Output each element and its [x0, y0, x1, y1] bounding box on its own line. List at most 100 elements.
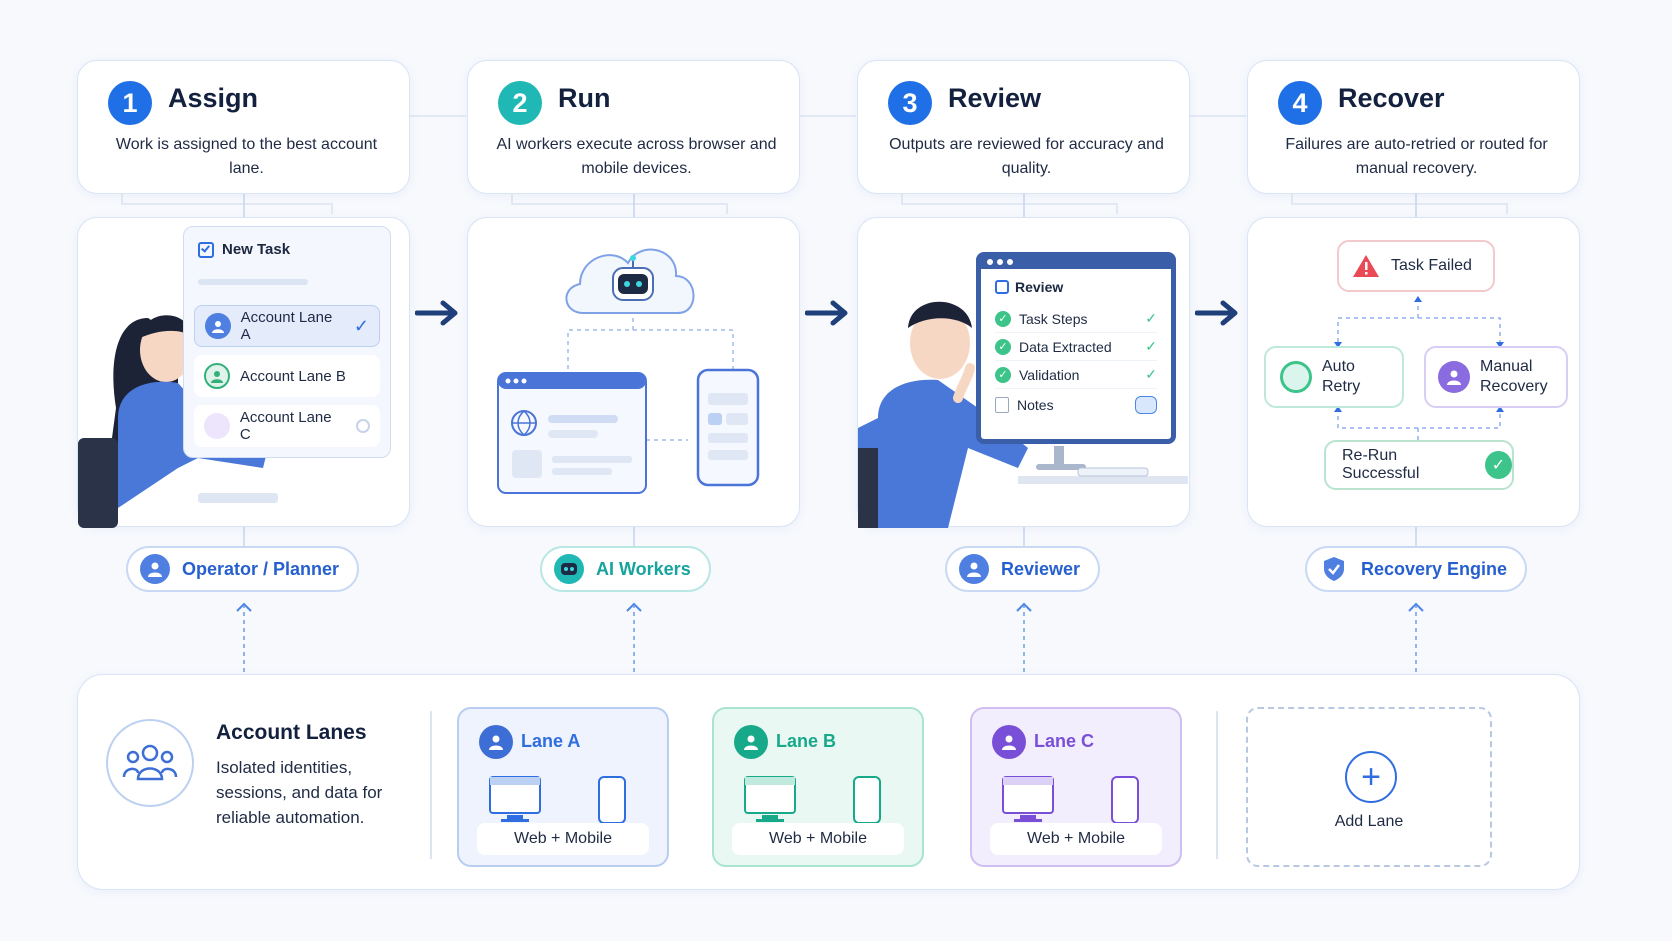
rerun-success-label: Re-Run Successful	[1342, 447, 1420, 482]
task-failed-node: Task Failed	[1337, 240, 1495, 292]
user-icon	[204, 413, 230, 439]
check-icon: ✓	[1145, 366, 1157, 382]
lane-footer: Web + Mobile	[477, 823, 649, 855]
step-card-run: 2 Run AI workers execute across browser …	[467, 60, 800, 194]
account-lanes-description: Isolated identities, sessions, and data …	[216, 758, 383, 827]
check-icon: ✓	[1145, 338, 1157, 354]
account-lane-a-option[interactable]: Account Lane A ✓	[194, 305, 380, 347]
role-label: Operator / Planner	[182, 558, 340, 579]
ai-worker-illustration	[497, 248, 760, 494]
step-name: Recover	[1338, 83, 1445, 113]
auto-retry-label: Auto Retry	[1322, 358, 1361, 395]
user-icon	[204, 363, 230, 389]
review-panel: Review ✓ Task Steps ✓ ✓ Data Extracted ✓…	[857, 217, 1190, 528]
check-circle-icon: ✓	[995, 310, 1011, 327]
lane-name: Lane C	[1034, 731, 1095, 751]
user-icon	[479, 725, 513, 759]
step-number: 1	[108, 81, 152, 125]
divider	[430, 711, 432, 859]
lane-name: Lane A	[521, 731, 581, 751]
review-title: Review	[1015, 279, 1064, 295]
user-icon	[1438, 361, 1470, 393]
recovery-flow-lines	[1334, 296, 1504, 440]
review-icon	[995, 280, 1009, 294]
role-label: Reviewer	[1001, 558, 1081, 579]
chat-bubble-icon	[1135, 396, 1157, 414]
web-mobile-icon	[744, 776, 881, 824]
placeholder-bar	[198, 279, 308, 285]
new-task-title: New Task	[222, 241, 291, 258]
manual-recovery-node: Manual Recovery	[1424, 346, 1568, 408]
role-label: AI Workers	[596, 558, 691, 579]
step-description: AI workers execute across browser and mo…	[496, 136, 777, 177]
step-description: Failures are auto-retried or routed for …	[1285, 136, 1548, 177]
step-description: Work is assigned to the best account lan…	[115, 136, 378, 177]
lane-c-card[interactable]: Lane C Web + Mobile	[970, 707, 1182, 867]
web-mobile-icon	[1002, 776, 1139, 824]
step-name: Review	[948, 83, 1042, 113]
review-item-label: Validation	[1019, 366, 1080, 383]
arrow-right-icon	[415, 300, 458, 326]
role-recovery-engine: Recovery Engine	[1305, 546, 1528, 592]
step-description: Outputs are reviewed for accuracy and qu…	[889, 136, 1164, 177]
user-icon	[734, 725, 768, 759]
loading-icon	[356, 419, 370, 433]
role-ai-workers: AI Workers	[540, 546, 711, 592]
new-task-header: New Task	[198, 241, 290, 258]
step-card-review: 3 Review Outputs are reviewed for accura…	[857, 60, 1190, 194]
arrow-right-icon	[1195, 300, 1238, 326]
account-lane-b-option[interactable]: Account Lane B	[194, 355, 380, 397]
review-item-label: Notes	[1017, 397, 1054, 413]
assign-panel: New Task Account Lane A ✓ Account Lane B…	[77, 217, 410, 528]
account-lane-label: Account Lane A	[240, 309, 333, 343]
role-label: Recovery Engine	[1361, 558, 1508, 579]
new-task-window: New Task Account Lane A ✓ Account Lane B…	[183, 226, 391, 458]
review-item-row: ✓ Validation ✓	[995, 361, 1157, 389]
robot-icon	[554, 554, 584, 584]
account-lane-label: Account Lane B	[240, 367, 346, 385]
review-header: Review	[995, 279, 1063, 295]
manual-recovery-label: Manual Recovery	[1480, 358, 1548, 395]
check-icon: ✓	[353, 315, 369, 336]
review-item-label: Data Extracted	[1019, 338, 1112, 355]
account-lanes-title: Account Lanes	[216, 721, 367, 744]
lane-a-card[interactable]: Lane A Web + Mobile	[457, 707, 669, 867]
account-lane-c-option[interactable]: Account Lane C	[194, 405, 380, 447]
role-operator-planner: Operator / Planner	[126, 546, 360, 592]
run-panel	[467, 217, 800, 527]
user-icon	[959, 554, 989, 584]
step-name: Assign	[168, 83, 259, 113]
step-number: 2	[498, 81, 542, 125]
review-monitor: Review ✓ Task Steps ✓ ✓ Data Extracted ✓…	[976, 252, 1176, 444]
desk-illustration	[1018, 446, 1188, 484]
rerun-success-node: Re-Run Successful ✓	[1324, 440, 1514, 490]
user-icon	[205, 313, 231, 339]
lane-b-card[interactable]: Lane B Web + Mobile	[712, 707, 924, 867]
plus-icon: +	[1345, 751, 1397, 803]
account-lane-label: Account Lane C	[239, 409, 332, 443]
add-lane-label: Add Lane	[1334, 813, 1404, 830]
recover-panel: Task Failed Auto Retry Manual Recovery R…	[1247, 217, 1580, 527]
step-name: Run	[558, 83, 611, 113]
user-icon	[992, 725, 1026, 759]
review-item-row: Notes	[995, 391, 1157, 419]
review-item-row: ✓ Data Extracted ✓	[995, 333, 1157, 361]
shield-icon	[1319, 554, 1349, 584]
check-circle-icon: ✓	[995, 338, 1011, 355]
notes-icon	[995, 397, 1009, 413]
check-icon: ✓	[1145, 310, 1157, 326]
review-item-row: ✓ Task Steps ✓	[995, 305, 1157, 333]
step-card-recover: 4 Recover Failures are auto-retried or r…	[1247, 60, 1580, 194]
auto-retry-node: Auto Retry	[1264, 346, 1404, 408]
step-number: 4	[1278, 81, 1322, 125]
review-item-label: Task Steps	[1019, 310, 1088, 327]
lane-footer: Web + Mobile	[732, 823, 904, 855]
checklist-icon	[198, 241, 214, 258]
web-mobile-icon	[489, 776, 626, 824]
lane-footer: Web + Mobile	[990, 823, 1162, 855]
arrow-right-icon	[805, 300, 848, 326]
role-reviewer: Reviewer	[945, 546, 1101, 592]
step-number: 3	[888, 81, 932, 125]
add-lane-button[interactable]: + Add Lane	[1246, 707, 1492, 867]
